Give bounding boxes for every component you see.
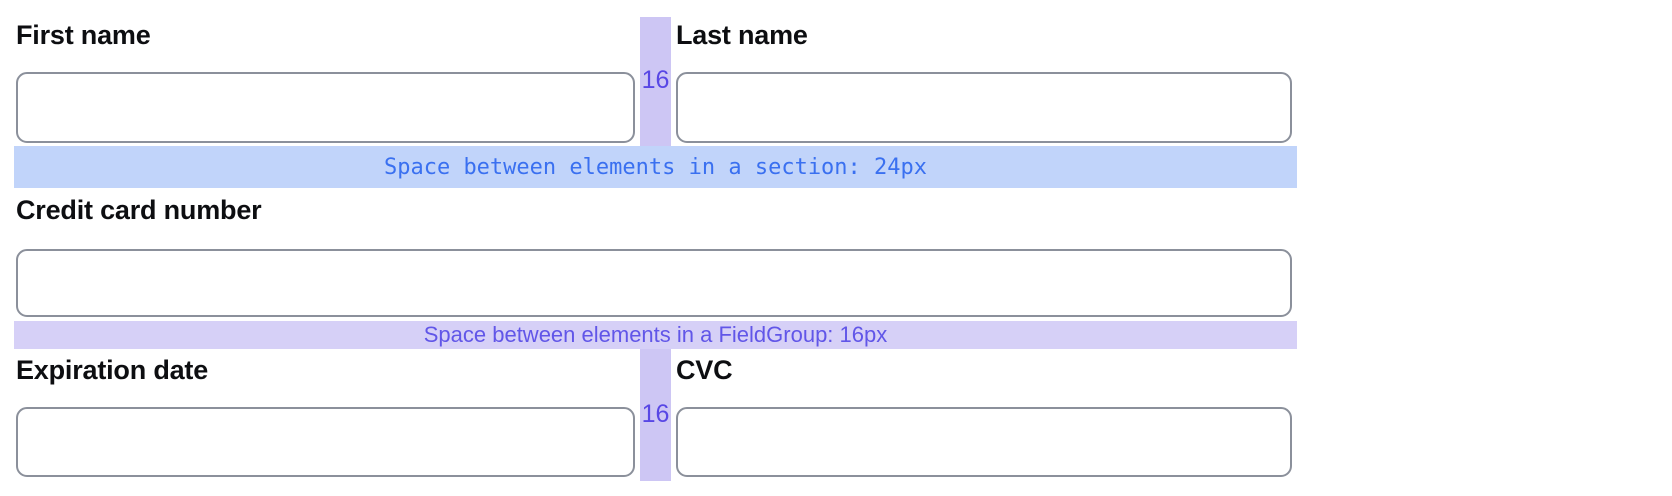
first-name-label: First name <box>16 20 151 50</box>
card-number-label: Credit card number <box>16 195 262 225</box>
cvc-input[interactable] <box>676 407 1292 477</box>
column-gap-strip-bottom: 16 <box>640 349 671 481</box>
section-spacing-text: Space between elements in a section: 24p… <box>383 154 928 180</box>
expiration-date-input[interactable] <box>16 407 635 477</box>
fieldgroup-spacing-text: Space between elements in a FieldGroup: … <box>423 322 888 347</box>
cvc-label: CVC <box>676 355 733 385</box>
last-name-label: Last name <box>676 20 808 50</box>
column-gap-size-label: 16 <box>641 400 670 428</box>
column-gap-strip-top: 16 <box>640 17 671 146</box>
fieldgroup-spacing-band: Space between elements in a FieldGroup: … <box>14 321 1297 349</box>
section-spacing-band: Space between elements in a section: 24p… <box>14 146 1297 188</box>
card-number-input[interactable] <box>16 249 1292 317</box>
last-name-input[interactable] <box>676 72 1292 143</box>
first-name-input[interactable] <box>16 72 635 143</box>
column-gap-size-label: 16 <box>641 66 670 94</box>
expiration-date-label: Expiration date <box>16 355 209 385</box>
